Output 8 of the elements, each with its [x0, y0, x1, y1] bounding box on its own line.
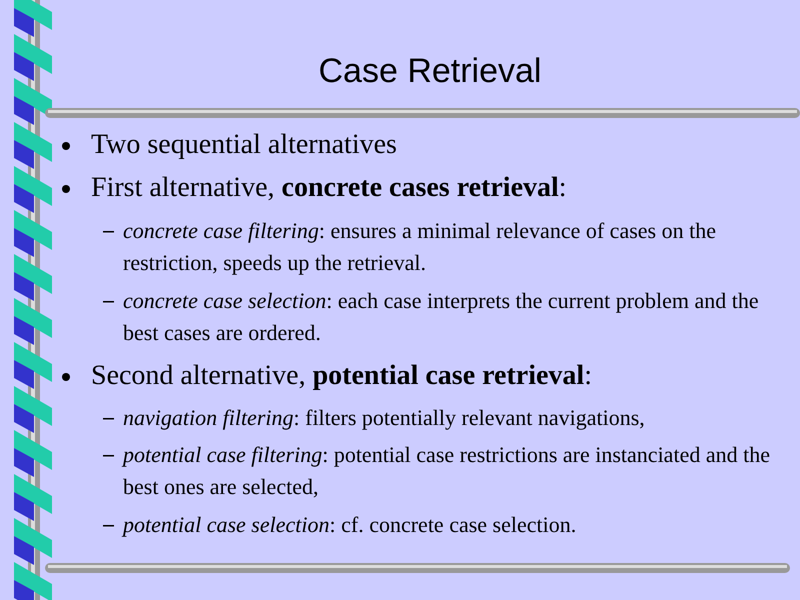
bullet-text: First alternative, concrete cases retrieval:: [91, 172, 568, 204]
bullet-text: potential case selection: cf. concrete case selection.: [123, 511, 578, 539]
bullet-text: concrete case selection: each case interprets the current problem and the best cases are ordered.: [123, 287, 760, 347]
bullet-text: Two sequential alternatives: [91, 129, 398, 161]
slide-title: Case Retrieval: [318, 52, 542, 91]
bullet-text: concrete case filtering: ensures a minimal relevance of cases on the restriction, speeds up the retrieval.: [123, 217, 717, 277]
bullet-text: Second alternative, potential case retrieval:: [91, 360, 593, 392]
bullet-text: navigation filtering: filters potentially relevant navigations,: [123, 404, 646, 432]
